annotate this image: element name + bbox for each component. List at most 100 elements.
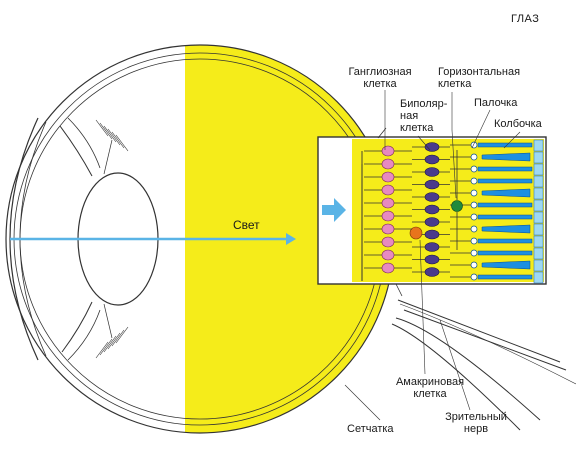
rod-cell xyxy=(477,166,533,172)
photoreceptor-nucleus xyxy=(470,237,478,245)
pigment-cell xyxy=(533,139,544,152)
optic-nerve-fiber xyxy=(399,303,576,385)
rod-cell xyxy=(477,238,533,244)
bipolar-cell xyxy=(424,142,440,152)
photoreceptor-nucleus xyxy=(470,201,478,209)
rod-cell xyxy=(477,178,533,184)
ganglion-cell xyxy=(381,184,395,196)
photoreceptor-nucleus xyxy=(470,165,478,173)
rod-cell xyxy=(477,202,533,208)
ciliary-body-mark xyxy=(99,338,113,356)
photoreceptor-nucleus xyxy=(470,225,478,233)
leader-line xyxy=(439,319,471,411)
cone-cell xyxy=(481,152,531,162)
pigment-cell xyxy=(533,187,544,200)
label-rod: Палочка xyxy=(474,97,518,109)
pigment-cell xyxy=(533,223,544,236)
bipolar-cell xyxy=(424,254,440,265)
bipolar-cell xyxy=(424,229,440,240)
pigment-cell xyxy=(533,235,544,248)
ganglion-cell xyxy=(381,236,395,248)
diagram-title: ГЛАЗ xyxy=(511,13,540,25)
photoreceptor-nucleus xyxy=(470,213,478,221)
pigment-cell xyxy=(533,259,544,272)
ciliary-body-mark xyxy=(107,128,121,146)
ciliary-body-mark xyxy=(99,122,113,140)
inset-light-arrow xyxy=(322,198,346,222)
pigment-cell xyxy=(533,151,544,164)
inset-pointer xyxy=(395,283,403,297)
photoreceptor-nucleus xyxy=(470,189,478,197)
label-light: Свет xyxy=(233,218,260,232)
ganglion-cell xyxy=(381,223,395,235)
leader-line xyxy=(503,131,521,149)
photoreceptor-nucleus xyxy=(470,177,478,185)
ciliary-body-mark xyxy=(95,119,109,137)
cone-cell xyxy=(481,260,531,270)
bipolar-cell xyxy=(424,267,440,277)
rod-cell xyxy=(477,214,533,220)
ciliary-body-mark xyxy=(115,134,129,152)
zonule-fiber xyxy=(103,139,113,175)
rod-cell xyxy=(477,250,533,256)
ganglion-cell xyxy=(381,249,395,261)
leader-line xyxy=(419,239,426,375)
light-arrow-head xyxy=(286,233,296,245)
bipolar-cell xyxy=(424,154,440,165)
ciliary-body-mark xyxy=(107,332,121,350)
cone-cell xyxy=(481,224,531,234)
ciliary-body-mark xyxy=(103,125,117,143)
photoreceptor-nucleus xyxy=(470,141,478,149)
leader-line xyxy=(451,129,457,199)
bipolar-cell xyxy=(424,242,440,252)
photoreceptor-nucleus xyxy=(470,273,478,281)
ganglion-cell xyxy=(381,158,395,170)
ganglion-cell xyxy=(381,171,395,183)
zonule-fiber xyxy=(103,303,113,339)
bipolar-cell xyxy=(424,167,440,177)
label-retina: Сетчатка xyxy=(347,423,394,435)
bipolar-cell xyxy=(424,217,440,227)
leader-line xyxy=(344,384,381,421)
bipolar-cell xyxy=(424,204,440,215)
ciliary-body-mark xyxy=(115,326,129,344)
label-cone: Колбочка xyxy=(494,118,542,130)
bipolar-cell xyxy=(424,192,440,202)
rod-cell xyxy=(477,274,533,280)
ganglion-cell xyxy=(381,145,395,157)
pigment-cell xyxy=(533,175,544,188)
leader-line xyxy=(417,135,431,151)
ciliary-body-mark xyxy=(111,131,125,149)
leader-line xyxy=(471,109,491,149)
ciliary-body-mark xyxy=(103,335,117,353)
optic-nerve-outline xyxy=(397,299,567,371)
photoreceptor-nucleus xyxy=(470,261,478,269)
iris xyxy=(59,125,93,353)
photoreceptor-nucleus xyxy=(470,153,478,161)
pigment-cell xyxy=(533,199,544,212)
iris-back xyxy=(67,117,101,361)
optic-nerve-outline xyxy=(391,317,541,431)
inset-pointer xyxy=(377,127,387,139)
pigment-cell xyxy=(533,271,544,284)
rod-cell xyxy=(477,142,533,148)
ganglion-cell xyxy=(381,262,395,274)
amacrine-cell xyxy=(409,226,423,240)
horizontal-cell xyxy=(451,200,463,212)
ganglion-cell xyxy=(381,210,395,222)
ciliary-body-mark xyxy=(111,329,125,347)
ciliary-body-mark xyxy=(95,341,109,359)
pigment-cell xyxy=(533,247,544,260)
photoreceptor-nucleus xyxy=(470,249,478,257)
pigment-cell xyxy=(533,211,544,224)
ganglion-cell xyxy=(381,197,395,209)
cone-cell xyxy=(481,188,531,198)
pigment-cell xyxy=(533,163,544,176)
